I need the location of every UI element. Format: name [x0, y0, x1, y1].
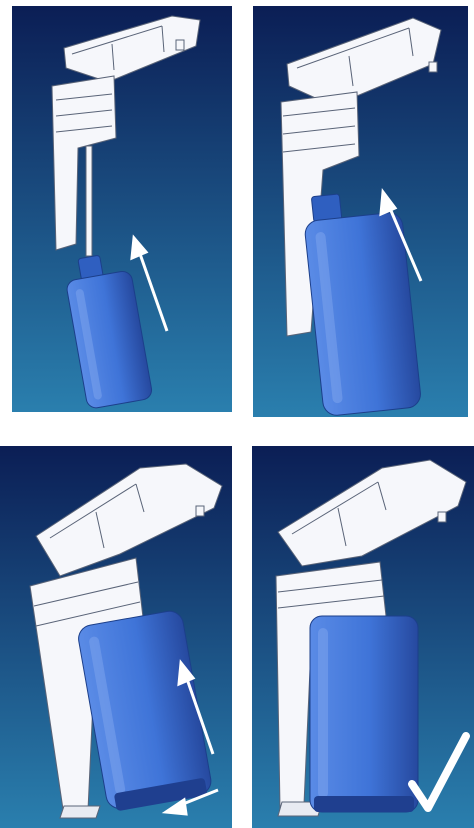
dip-tube	[86, 146, 92, 256]
step-3-illustration	[0, 446, 232, 828]
bottle	[310, 616, 418, 812]
step-1-illustration	[12, 6, 232, 412]
dispenser-foot	[60, 806, 100, 818]
step-2-panel	[253, 6, 468, 417]
step-3-panel	[0, 446, 232, 828]
step-4-illustration	[252, 446, 474, 828]
step-2-illustration	[253, 6, 468, 417]
step-4-panel	[252, 446, 474, 828]
step-1-panel	[12, 6, 232, 412]
